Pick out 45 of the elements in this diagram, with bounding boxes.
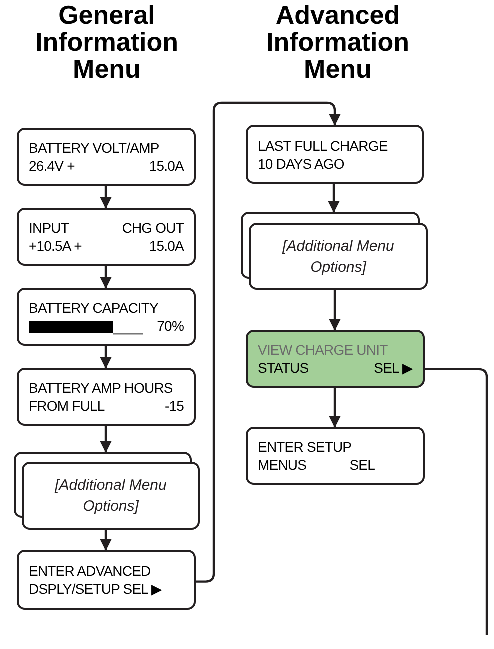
menu-text: 10 DAYS AGO [258,154,344,172]
menu-text: CHG OUT [122,219,184,237]
menu-screen-box [22,462,200,530]
menu-text: FROM FULL [29,397,105,415]
arrow [100,266,112,289]
menu-screen-box [246,125,424,184]
menu-text: -15 [164,397,184,415]
menu-text: SEL ▶ [374,359,413,377]
arrow [329,290,341,331]
menu-text: ENTER SETUP [258,438,352,456]
menu-text: 70% [157,317,184,335]
menu-screen-box [246,427,425,485]
menu-screen-box [17,550,196,610]
menu-text: [Additional Menu Options] [281,236,396,278]
menu-screen-box [249,223,428,290]
menu-text: +10.5A + [29,237,82,255]
menu-text: BATTERY AMP HOURS [29,379,173,397]
arrow [100,426,112,453]
menu-text: DSPLY/SETUP SEL ▶ [29,580,162,598]
column-heading: Advanced Information Menu [266,2,410,83]
menu-text: STATUS [258,359,309,377]
menu-text: 15.0A [149,237,184,255]
menu-text: [Additional Menu Options] [54,476,168,517]
highlighted-menu-screen [246,330,425,388]
menu-text: 15.0A [149,157,184,175]
arrow [328,184,340,213]
menu-text: SEL [350,456,375,474]
menu-text: ENTER ADVANCED [29,562,151,580]
menu-screen-box [17,368,196,426]
arrow [100,530,112,551]
arrow [100,186,112,209]
menu-text: BATTERY CAPACITY [29,299,158,317]
menu-text: BATTERY VOLT/AMP [29,139,160,157]
menu-text: LAST FULL CHARGE [258,136,388,154]
column-heading: General Information Menu [34,2,180,83]
menu-text: MENUS [258,456,307,474]
menu-text: INPUT [29,219,70,237]
menu-screen-box [17,128,196,186]
menu-text: 26.4V + [29,157,75,175]
menu-screen-box [17,288,196,346]
menu-screen-box [17,208,196,266]
connector-line [425,368,488,635]
arrow [100,346,112,369]
menu-text: VIEW CHARGE UNIT [258,341,388,359]
arrow [329,388,341,428]
